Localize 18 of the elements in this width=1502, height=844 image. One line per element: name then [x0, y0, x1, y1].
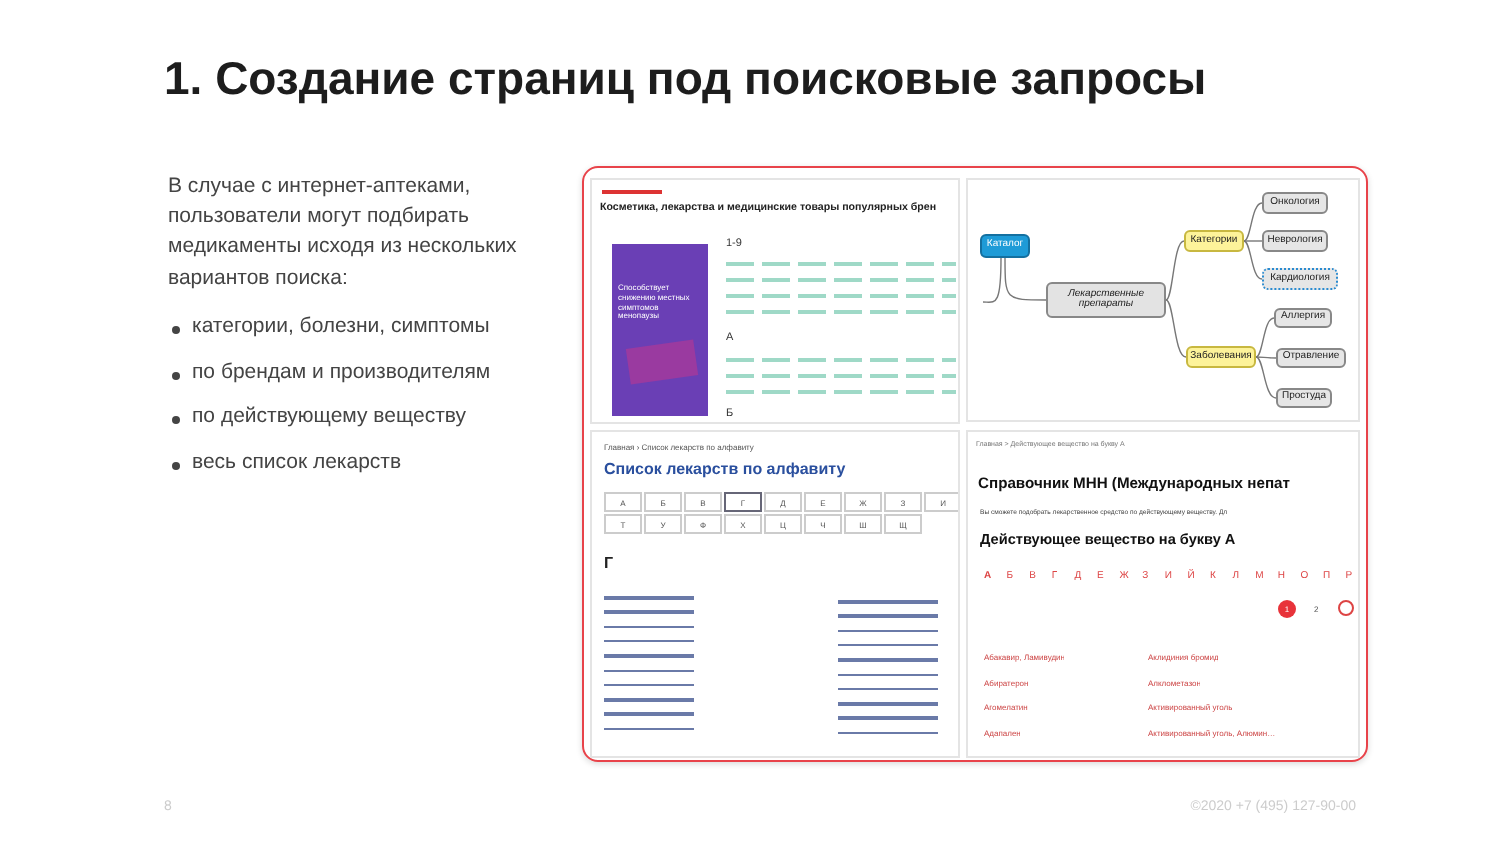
connector-line [1004, 257, 1047, 301]
intro-paragraph: В случае с интернет-аптеками, пользователи могут подбирать медикаменты исходя из нескольких вариантов поиска: [168, 172, 519, 294]
connector-line [1165, 299, 1187, 358]
connector-line [1255, 356, 1277, 359]
list-title: Список лекарств по алфавиту [604, 460, 846, 478]
section-letter: Г [604, 554, 614, 572]
connector-line [1243, 240, 1263, 280]
connector-line [982, 257, 1002, 303]
bullet-item: по брендам и производителям [192, 359, 491, 383]
connector-line [1255, 356, 1277, 399]
connector-line [1255, 317, 1275, 358]
connector-line [1243, 202, 1263, 242]
bullet-item: весь список лекарств [192, 449, 402, 473]
connector-line [1165, 240, 1185, 301]
connector-line [1243, 240, 1263, 242]
bullet-item: по действующему веществу [192, 404, 466, 428]
slide-title: 1. Создание страниц под поисковые запросы [164, 52, 1207, 106]
bullet-item: категории, болезни, симптомы [192, 314, 490, 338]
